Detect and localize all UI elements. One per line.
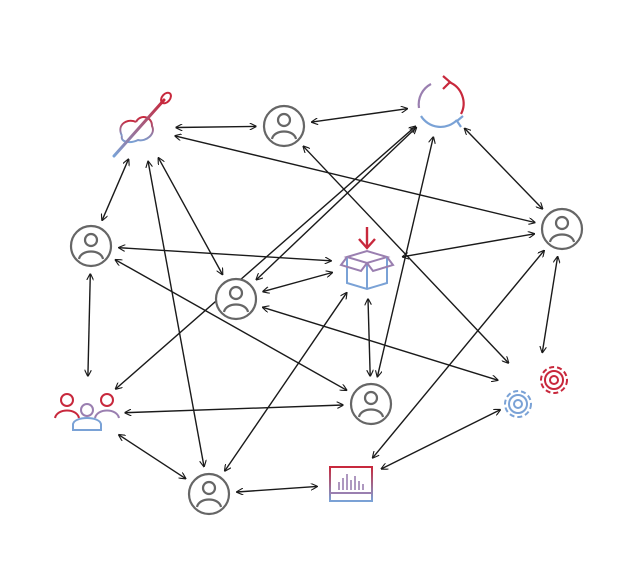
person-icon <box>262 104 306 148</box>
connection-arrow-needle-p_top <box>176 126 256 127</box>
person-icon <box>540 207 584 251</box>
needle-thread-icon <box>112 91 172 158</box>
connection-arrow-p_right-gears <box>542 257 557 353</box>
connection-arrow-p_top-cycle <box>312 109 408 122</box>
package-box-icon <box>339 227 395 291</box>
connection-arrow-cycle-p_right <box>465 128 543 209</box>
person-icon <box>214 277 258 321</box>
connection-arrow-cycle-p_mid <box>256 127 416 279</box>
connection-arrow-chart-gears <box>381 410 500 469</box>
gears-icon <box>504 366 568 418</box>
person-icon <box>69 224 113 268</box>
connection-arrow-p_left-group <box>88 274 90 376</box>
connection-arrow-box-p_right <box>403 234 535 257</box>
connection-arrow-box-p_lowmid <box>368 299 370 376</box>
refresh-cycle-icon <box>417 75 465 128</box>
connection-arrow-group-p_bottom <box>119 435 186 479</box>
person-icon <box>349 382 393 426</box>
bar-chart-icon <box>329 466 373 502</box>
connection-arrow-box-p_bottom <box>225 293 347 471</box>
connection-arrow-p_left-box <box>119 248 331 261</box>
connection-arrow-p_mid-gears <box>263 307 498 380</box>
connection-arrow-needle-p_left <box>102 159 128 220</box>
connection-arrow-group-p_lowmid <box>125 405 343 413</box>
connection-arrow-group-cycle <box>116 126 416 389</box>
connection-arrow-needle-p_mid <box>158 158 222 275</box>
connection-arrows <box>88 109 558 492</box>
connection-arrow-p_mid-box <box>263 273 332 292</box>
connection-arrow-p_right-chart <box>373 251 544 458</box>
people-group-icon <box>54 393 120 431</box>
connection-arrow-needle-p_bottom <box>148 161 204 466</box>
person-icon <box>187 472 231 516</box>
connection-arrow-p_bottom-chart <box>237 486 317 492</box>
